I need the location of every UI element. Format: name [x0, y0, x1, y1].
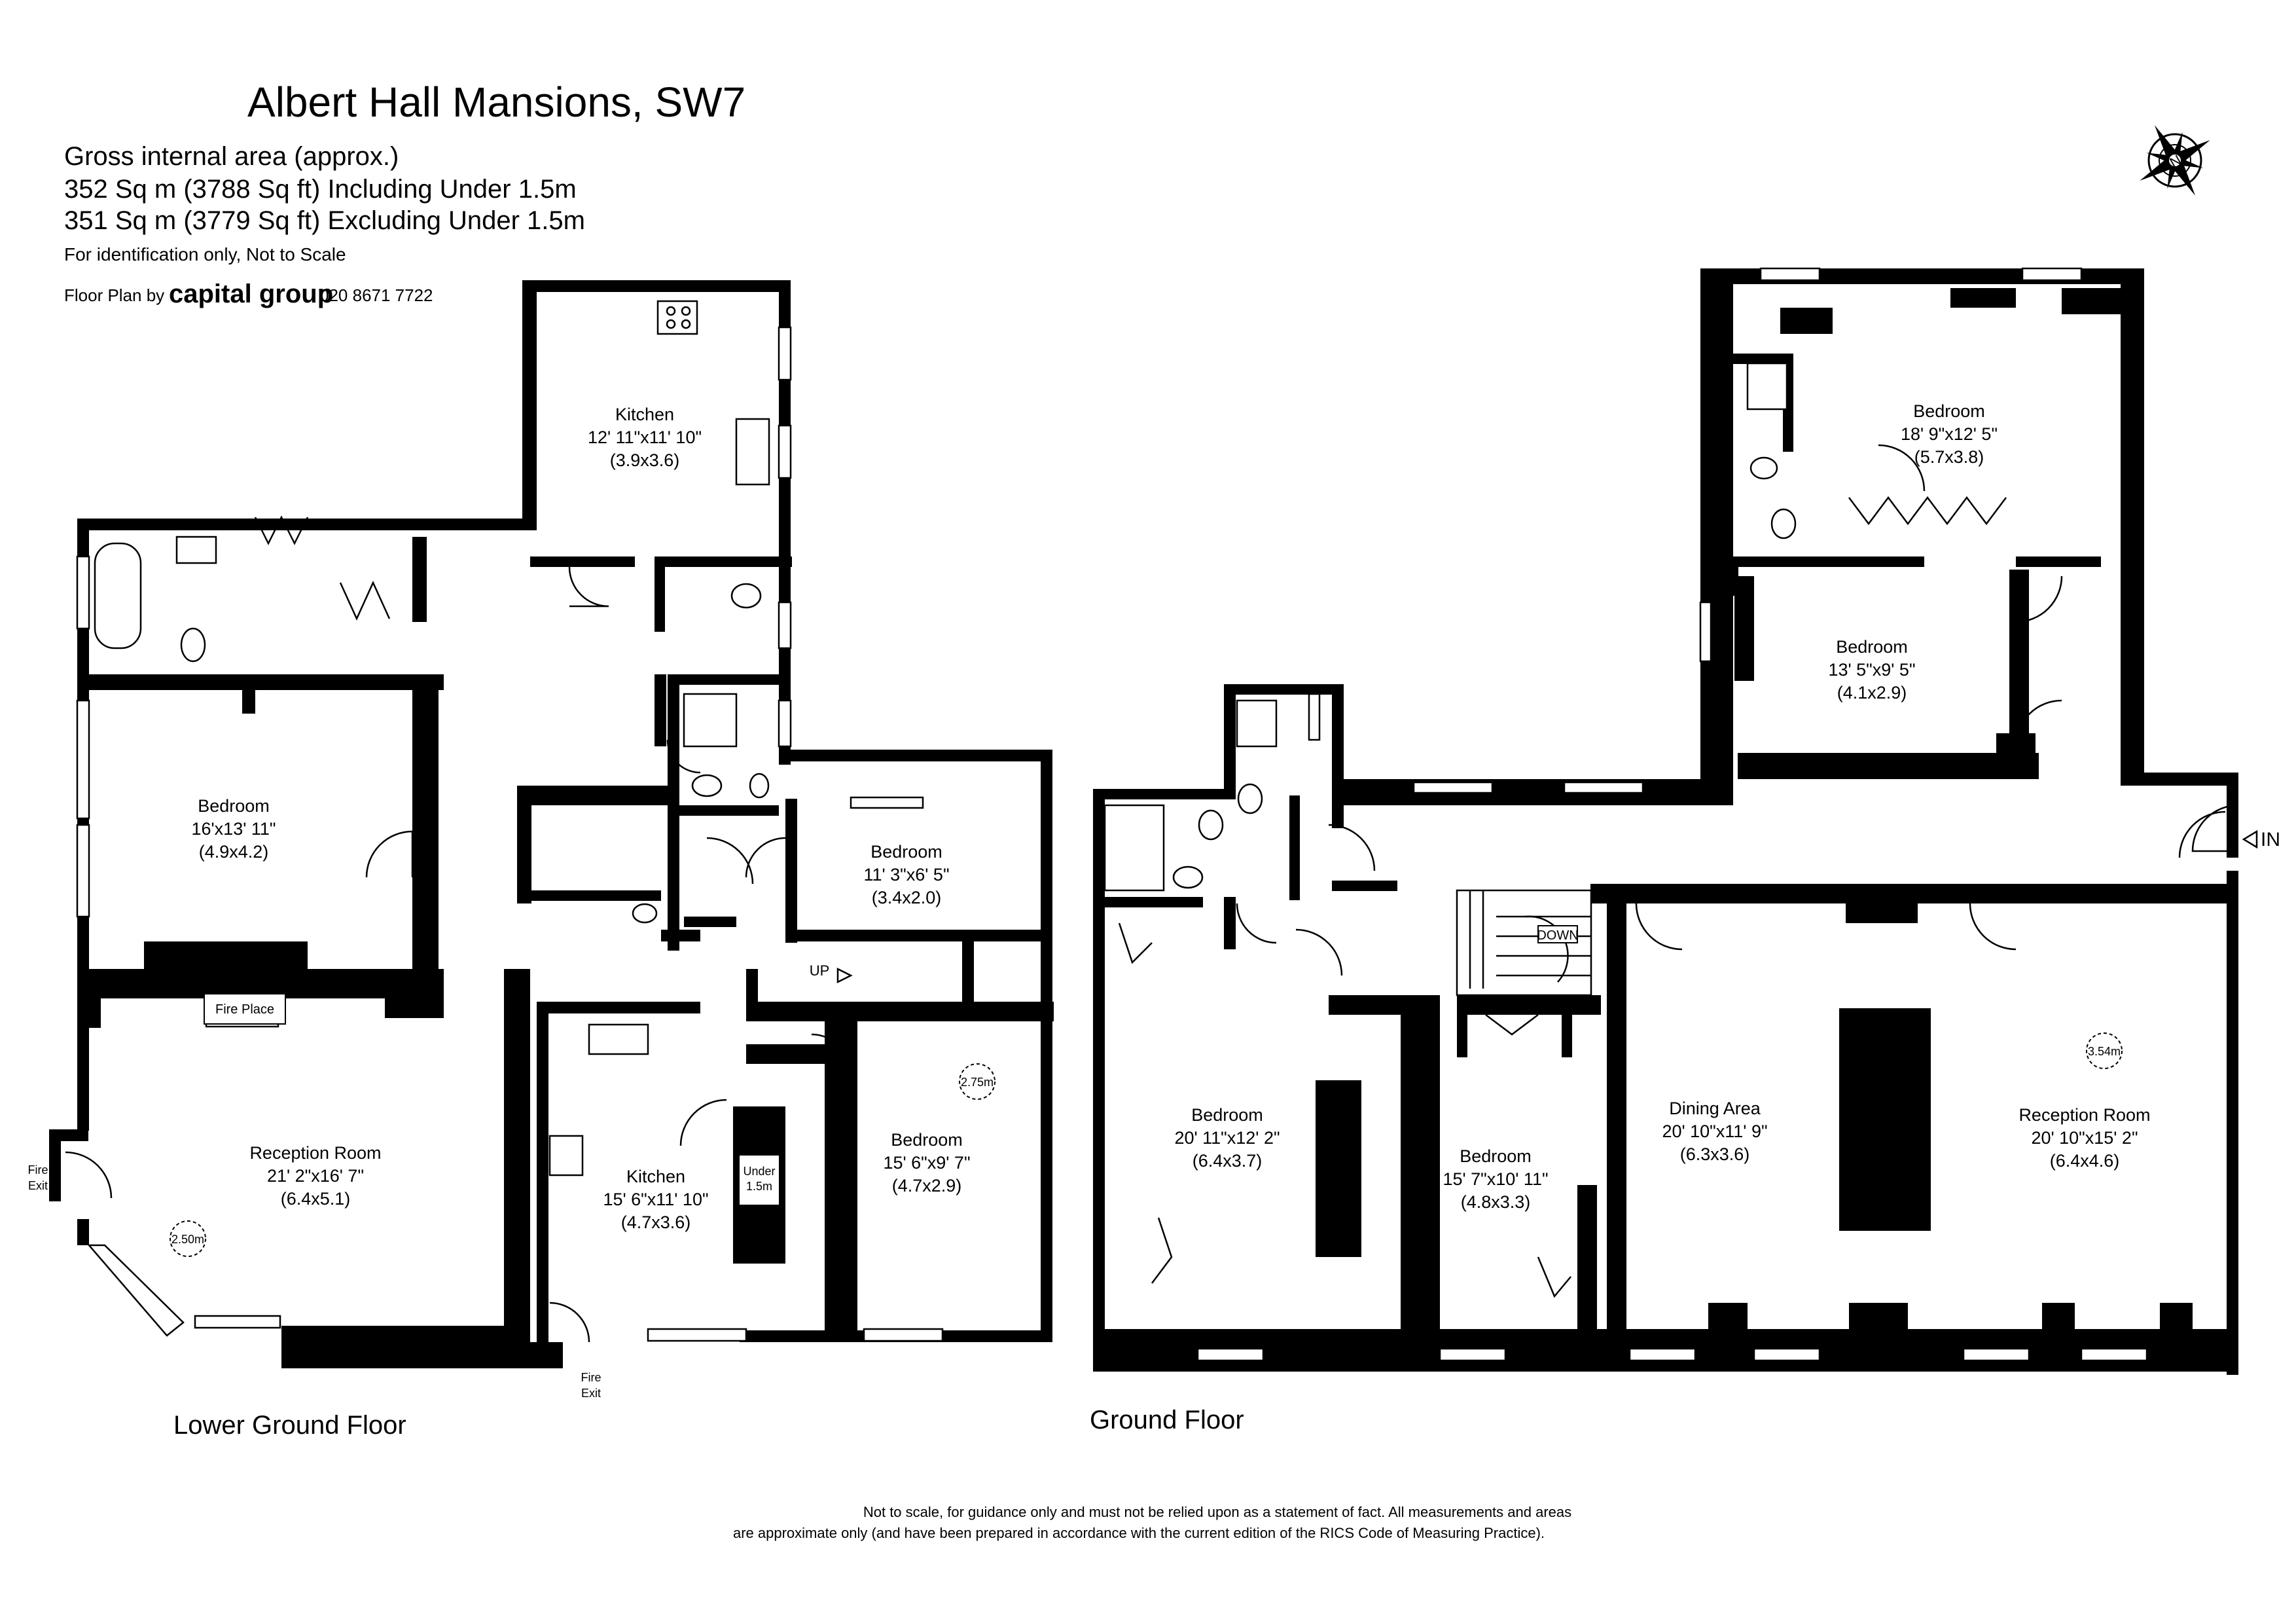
- page-title: Albert Hall Mansions, SW7: [247, 79, 745, 126]
- svg-text:(5.7x3.8): (5.7x3.8): [1914, 447, 1984, 467]
- lower-ground-floor-plan: Kitchen 12' 11"x11' 10" (3.9x3.6) Bedroo…: [28, 280, 1054, 1440]
- credit-phone: 020 8671 7722: [319, 285, 433, 305]
- room-bedroom-lower-small: Bedroom 11' 3"x6' 5" (3.4x2.0): [863, 842, 949, 907]
- svg-text:Bedroom: Bedroom: [891, 1130, 963, 1150]
- stairs-down-label: DOWN: [1537, 928, 1578, 943]
- room-kitchen-lower: Kitchen 15' 6"x11' 10" (4.7x3.6): [603, 1167, 708, 1232]
- room-bedroom-ground-left: Bedroom 20' 11"x12' 2" (6.4x3.7): [1174, 1105, 1280, 1171]
- svg-text:Bedroom: Bedroom: [1836, 637, 1908, 657]
- fire-exit-bottom-label: Fire: [581, 1371, 601, 1384]
- svg-text:(4.8x3.3): (4.8x3.3): [1461, 1192, 1531, 1212]
- svg-text:11' 3"x6' 5": 11' 3"x6' 5": [863, 865, 949, 884]
- svg-text:18' 9"x12' 5": 18' 9"x12' 5": [1901, 424, 1998, 444]
- disclaimer-line-2: are approximate only (and have been prep…: [733, 1525, 1545, 1541]
- room-kitchen-upper: Kitchen 12' 11"x11' 10" (3.9x3.6): [588, 405, 702, 470]
- floor-label-ground: Ground Floor: [1090, 1406, 1244, 1434]
- room-bedroom-lower-right: Bedroom 15' 6"x9' 7" (4.7x2.9): [883, 1130, 970, 1195]
- room-bedroom-ground-middle: Bedroom 13' 5"x9' 5" (4.1x2.9): [1828, 637, 1915, 702]
- stairs-up-label: UP: [810, 962, 830, 979]
- svg-text:Dining Area: Dining Area: [1669, 1099, 1761, 1118]
- svg-text:(4.7x2.9): (4.7x2.9): [892, 1176, 962, 1195]
- svg-text:12' 11"x11' 10": 12' 11"x11' 10": [588, 428, 702, 447]
- room-reception-lower: Reception Room 21' 2"x16' 7" (6.4x5.1): [249, 1143, 381, 1209]
- svg-text:(6.4x5.1): (6.4x5.1): [281, 1189, 351, 1209]
- svg-text:15' 7"x10' 11": 15' 7"x10' 11": [1443, 1169, 1548, 1189]
- svg-text:15' 6"x9' 7": 15' 6"x9' 7": [883, 1153, 970, 1173]
- disclaimer-line-1: Not to scale, for guidance only and must…: [863, 1504, 1571, 1520]
- svg-text:(6.4x4.6): (6.4x4.6): [2050, 1151, 2120, 1171]
- room-bedroom-lower-left: Bedroom 16'x13' 11" (4.9x4.2): [192, 796, 276, 862]
- room-bedroom-ground-centre: Bedroom 15' 7"x10' 11" (4.8x3.3): [1443, 1146, 1548, 1212]
- fire-exit-left-label: Fire: [28, 1163, 48, 1176]
- ceiling-height-reception-ground: 3.54m: [2088, 1045, 2121, 1058]
- svg-text:(4.7x3.6): (4.7x3.6): [621, 1213, 691, 1232]
- fire-exit-left-label-2: Exit: [28, 1179, 48, 1192]
- svg-text:16'x13' 11": 16'x13' 11": [192, 819, 276, 839]
- svg-text:(3.9x3.6): (3.9x3.6): [610, 450, 680, 470]
- area-excluding: 351 Sq m (3779 Sq ft) Excluding Under 1.…: [64, 206, 585, 235]
- svg-text:Bedroom: Bedroom: [1460, 1146, 1532, 1166]
- svg-text:Kitchen: Kitchen: [626, 1167, 685, 1186]
- compass-rose-icon: N: [2140, 125, 2210, 196]
- svg-text:(3.4x2.0): (3.4x2.0): [872, 888, 942, 907]
- svg-text:Reception Room: Reception Room: [249, 1143, 381, 1163]
- svg-text:Bedroom: Bedroom: [1913, 401, 1985, 421]
- svg-text:20' 10"x11' 9": 20' 10"x11' 9": [1662, 1122, 1767, 1141]
- svg-text:15' 6"x11' 10": 15' 6"x11' 10": [603, 1190, 708, 1209]
- svg-text:(6.3x3.6): (6.3x3.6): [1680, 1144, 1750, 1164]
- svg-text:Reception Room: Reception Room: [2018, 1105, 2150, 1125]
- ground-floor-plan: DOWN: [1090, 267, 2280, 1434]
- identification-note: For identification only, Not to Scale: [64, 244, 346, 264]
- under-height-label-2: 1.5m: [746, 1180, 772, 1193]
- gia-heading: Gross internal area (approx.): [64, 142, 399, 171]
- svg-text:(6.4x3.7): (6.4x3.7): [1193, 1151, 1263, 1171]
- ceiling-height-reception-lower: 2.50m: [171, 1233, 204, 1246]
- svg-text:Bedroom: Bedroom: [198, 796, 270, 816]
- svg-text:20' 10"x15' 2": 20' 10"x15' 2": [2031, 1128, 2138, 1148]
- entrance-label: IN: [2261, 829, 2280, 850]
- fire-place-label: Fire Place: [215, 1002, 274, 1017]
- svg-text:Bedroom: Bedroom: [870, 842, 942, 862]
- under-height-label: Under: [743, 1165, 775, 1178]
- floor-label-lower-ground: Lower Ground Floor: [173, 1411, 406, 1440]
- svg-text:20' 11"x12' 2": 20' 11"x12' 2": [1174, 1128, 1280, 1148]
- svg-text:(4.9x4.2): (4.9x4.2): [199, 842, 269, 862]
- area-including: 352 Sq m (3788 Sq ft) Including Under 1.…: [64, 175, 577, 204]
- svg-text:Kitchen: Kitchen: [615, 405, 674, 424]
- svg-text:(4.1x2.9): (4.1x2.9): [1837, 683, 1907, 702]
- svg-text:13' 5"x9' 5": 13' 5"x9' 5": [1828, 660, 1915, 680]
- svg-text:21' 2"x16' 7": 21' 2"x16' 7": [267, 1166, 364, 1186]
- fire-exit-bottom-label-2: Exit: [581, 1387, 601, 1400]
- room-dining-area: Dining Area 20' 10"x11' 9" (6.3x3.6): [1662, 1099, 1767, 1164]
- svg-text:Bedroom: Bedroom: [1191, 1105, 1263, 1125]
- room-reception-ground: Reception Room 20' 10"x15' 2" (6.4x4.6): [2018, 1105, 2150, 1171]
- credit-prefix: Floor Plan by: [64, 285, 164, 305]
- room-bedroom-ground-top: Bedroom 18' 9"x12' 5" (5.7x3.8): [1901, 401, 1998, 467]
- credit-brand: capital group: [169, 280, 333, 308]
- ceiling-height-bedroom-lower: 2.75m: [961, 1076, 994, 1089]
